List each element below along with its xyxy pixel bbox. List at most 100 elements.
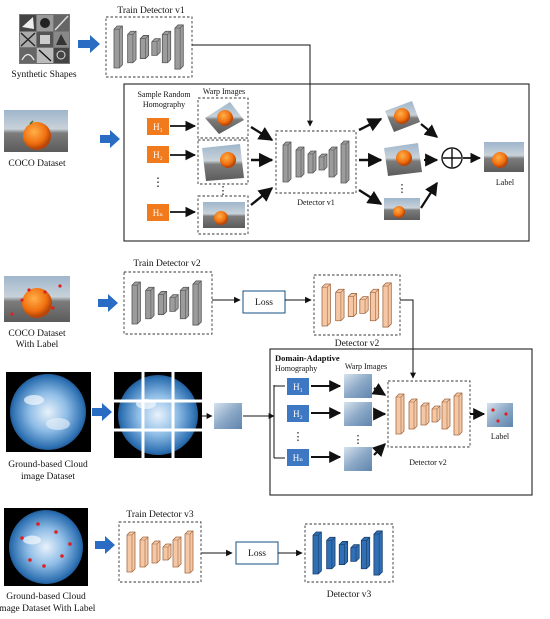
train-detector-v1-box (105, 16, 193, 78)
svg-text:Loss: Loss (255, 298, 273, 308)
network-layer-edge (313, 531, 322, 574)
network-layer (145, 286, 155, 320)
detector-v1-box (275, 130, 357, 194)
h1-box-middle: H₁ (287, 378, 309, 395)
warp-patch-mid-2 (344, 402, 372, 426)
network-layer-edge (180, 287, 189, 319)
network-layer (184, 530, 194, 574)
network-layer (350, 544, 360, 562)
ellipsis-middle-warp: ⋮ (353, 434, 364, 446)
train-detector-v3-box (118, 521, 202, 583)
network-layer-edge (140, 536, 149, 567)
svg-text:H₁: H₁ (153, 122, 163, 132)
arrow-out3-plus (420, 181, 438, 209)
network-layer (369, 288, 380, 322)
hn-box-top: Hₙ (147, 204, 169, 221)
network-layer (126, 531, 136, 573)
network-layer-edge (283, 141, 292, 182)
synthetic-shapes-label: Synthetic Shapes (11, 70, 76, 80)
network-layer (127, 30, 137, 64)
network-layer (321, 283, 331, 327)
network-layer-edge (421, 402, 430, 425)
homography-adaptation-frame (123, 83, 530, 242)
network-layer (335, 288, 345, 322)
network-layer (172, 536, 182, 568)
network-layer-edge (145, 287, 155, 319)
network-layer-edge (169, 294, 179, 312)
train-v1-to-detector-v1-line (192, 44, 313, 127)
network-layer-edge (432, 405, 441, 422)
network-layer (453, 392, 463, 436)
network-layer (347, 293, 358, 317)
cloud-patch (214, 403, 242, 429)
network-layer (151, 540, 161, 564)
coco-label-to-train-v2-arrow (98, 294, 118, 312)
label-output-middle: Label (491, 432, 510, 441)
network-layer (441, 398, 451, 430)
network-layer-edge (308, 150, 317, 173)
arrow-warp1-detector (250, 125, 274, 142)
network-layer (174, 24, 184, 70)
network-layer-edge (350, 544, 360, 562)
output-image-top-2 (384, 143, 422, 176)
cloud-label-to-train-v3-arrow (95, 536, 115, 554)
svg-text:Hₙ: Hₙ (293, 453, 303, 463)
warp-images-label-top: Warp Images (203, 87, 245, 96)
network-layer (359, 296, 369, 314)
synthetic-shapes-image (19, 14, 70, 64)
domain-adaptive-frame (269, 348, 533, 496)
network-layer-edge (173, 536, 182, 567)
loss-box-v3: Loss (235, 541, 279, 565)
train-detector-v2-network (131, 280, 202, 326)
network-layer-edge (341, 140, 350, 183)
warp-patch-mid-1 (344, 374, 372, 398)
network-layer (282, 141, 292, 183)
network-layer (131, 281, 141, 325)
warp-image-top-1 (205, 102, 244, 134)
network-layer-edge (409, 398, 418, 429)
coco-dataset-image (4, 110, 68, 152)
network-layer (162, 543, 172, 561)
svg-text:Hₙ: Hₙ (153, 208, 163, 218)
network-layer-edge (326, 537, 336, 569)
detector-v2-top-box (313, 274, 401, 336)
network-layer (360, 536, 371, 570)
network-layer (340, 140, 350, 184)
ellipsis-top-warp: ⋮ (218, 185, 229, 197)
warp-image-top-2 (202, 144, 244, 181)
output-image-top-3 (384, 198, 420, 220)
coco-to-pipeline-arrow (100, 130, 120, 148)
network-layer (318, 153, 328, 171)
ellipsis-middle-h: ⋮ (293, 431, 304, 443)
label-output-top: Label (496, 178, 515, 187)
hn-box-middle: Hₙ (287, 449, 309, 466)
ground-cloud-labelled-image (4, 508, 88, 586)
network-layer (169, 294, 179, 312)
network-layer-edge (319, 153, 328, 170)
network-layer (326, 536, 336, 570)
network-layer-edge (329, 146, 338, 177)
network-layer-edge (162, 31, 171, 63)
network-layer (395, 393, 405, 435)
network-layer-edge (127, 31, 137, 63)
network-layer-edge (359, 296, 369, 314)
label-patch-middle (487, 403, 513, 427)
synthetic-to-train-v1-arrow (78, 35, 100, 53)
network-layer (328, 146, 338, 178)
detector-v2-top-label: Detector v2 (335, 339, 380, 349)
network-layer (373, 530, 383, 576)
detector-v1-label: Detector v1 (297, 198, 335, 207)
network-layer-edge (151, 38, 161, 56)
arrow-det1-out1 (358, 117, 383, 132)
network-layer-edge (382, 282, 392, 328)
train-detector-v1-label: Train Detector v1 (117, 6, 184, 16)
network-layer-edge (370, 289, 379, 321)
train-detector-v3-label: Train Detector v3 (126, 510, 193, 520)
ellipsis-top-output: ⋮ (397, 183, 408, 195)
network-layer-edge (348, 293, 357, 317)
cloud-to-grid-arrow (92, 403, 112, 421)
network-layer (139, 35, 150, 59)
detector-v1-network (282, 140, 350, 184)
network-layer (157, 291, 168, 315)
